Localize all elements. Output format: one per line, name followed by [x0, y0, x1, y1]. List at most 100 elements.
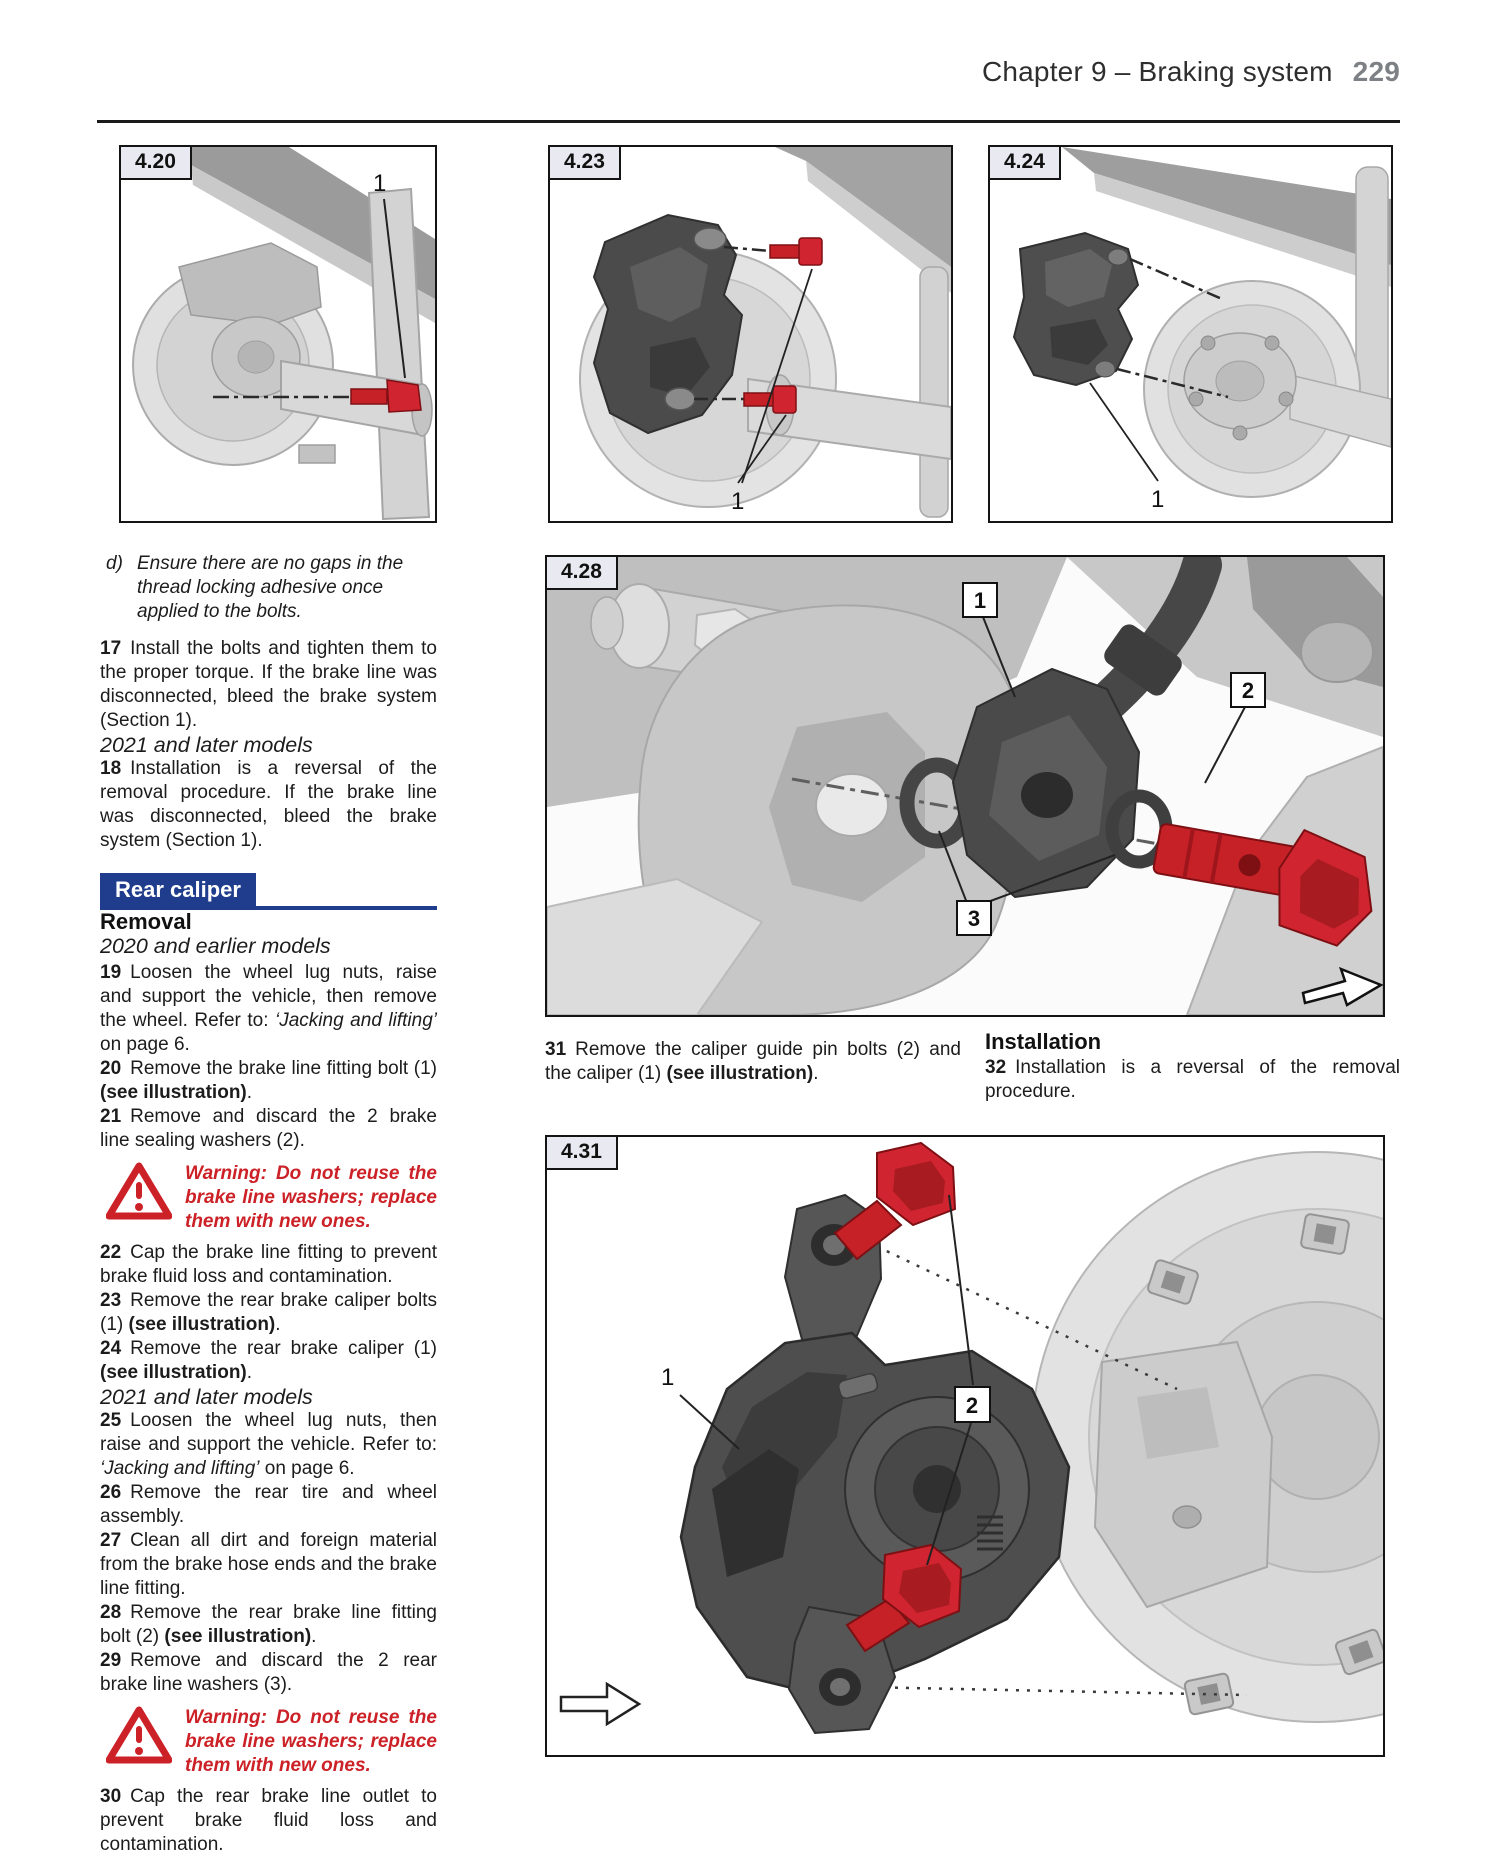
step-number: 21 — [100, 1106, 122, 1127]
figure-label: 4.24 — [988, 145, 1061, 181]
figure-4-20-illustration: 1 — [121, 147, 435, 521]
section-title: Rear caliper — [100, 873, 256, 910]
see-illustration: (see illustration) — [128, 1314, 276, 1335]
page-number: 229 — [1352, 56, 1400, 87]
see-illustration: (see illustration) — [164, 1626, 312, 1647]
step-text: Install the bolts and tighten them to th… — [100, 638, 437, 731]
step-text: Remove and discard the 2 rear brake line… — [100, 1650, 437, 1695]
step-text: Remove and discard the 2 brake line seal… — [100, 1106, 437, 1151]
highlighted-bolt-lower — [743, 385, 797, 414]
step-number: 27 — [100, 1530, 122, 1551]
figure-label: 4.23 — [548, 145, 621, 181]
figure-4-28: 1 2 3 4.28 — [545, 555, 1385, 1017]
callout-1: 1 — [661, 1364, 674, 1391]
heading-2021-and-later-2: 2021 and later models — [100, 1385, 313, 1409]
figure-label: 4.20 — [119, 145, 192, 181]
step-text: Cap the brake line fitting to prevent br… — [100, 1242, 437, 1287]
step-text: Clean all dirt and foreign material from… — [100, 1530, 437, 1599]
step-number: 28 — [100, 1602, 122, 1623]
reference-italic: ‘Jacking and lifting’ — [275, 1010, 437, 1031]
step-number: 18 — [100, 758, 122, 779]
step-number: 17 — [100, 638, 122, 659]
chapter-title: Chapter 9 – Braking system — [981, 56, 1333, 87]
step-text: Remove the caliper guide pin bolts (2) a… — [545, 1039, 961, 1084]
callout-1: 1 — [974, 588, 986, 613]
step-text: . — [246, 1362, 253, 1383]
step-number: 31 — [545, 1039, 567, 1060]
section-header-rear-caliper: Rear caliper — [100, 873, 437, 910]
step-text: Loosen the wheel lug nuts, raise and sup… — [100, 962, 437, 1031]
see-illustration: (see illustration) — [666, 1063, 814, 1084]
direction-arrow-icon — [1301, 966, 1383, 1007]
step-text: Remove the rear brake caliper (1) — [130, 1338, 437, 1359]
section-rule — [100, 906, 437, 910]
step-number: 25 — [100, 1410, 122, 1431]
step-text: Installation is a reversal of the remova… — [100, 758, 437, 851]
warning-text: Warning: Do not reuse the brake line was… — [185, 1163, 437, 1232]
figure-label: 4.28 — [545, 555, 618, 591]
left-column: d) Ensure there are no gaps in the threa… — [100, 552, 437, 1857]
list-item-d: d) Ensure there are no gaps in the threa… — [100, 552, 437, 624]
step-text: . — [246, 1082, 253, 1103]
warning-block: Warning: Do not reuse the brake line was… — [100, 1706, 437, 1778]
header-rule — [97, 120, 1400, 123]
step-text: Cap the rear brake line outlet to preven… — [100, 1786, 437, 1855]
step-text: on page 6. — [259, 1458, 355, 1479]
step-text: . — [275, 1314, 281, 1335]
step-number: 22 — [100, 1242, 122, 1263]
step-text: Installation is a reversal of the remova… — [985, 1057, 1400, 1102]
step-20: 20 Remove the brake line fitting bolt (1)… — [100, 1057, 437, 1105]
see-illustration: (see illustration) — [100, 1082, 247, 1103]
list-item-label: d) — [106, 553, 123, 574]
see-illustration: (see illustration) — [100, 1362, 247, 1383]
step-text: Remove the rear brake line fitting bolt … — [100, 1602, 437, 1647]
step-number: 26 — [100, 1482, 122, 1503]
figure-4-24: 1 4.24 — [988, 145, 1393, 523]
figure-4-20: 1 4.20 — [119, 145, 437, 523]
highlighted-guide-pin-bolt-lower — [845, 1543, 963, 1653]
figure-4-31: 1 2 4.31 — [545, 1135, 1385, 1757]
direction-arrow-icon — [559, 1681, 642, 1727]
warning-block: Warning: Do not reuse the brake line was… — [100, 1162, 437, 1234]
step-text: . — [813, 1063, 819, 1084]
step-text: Remove the brake line fitting bolt (1) — [130, 1058, 437, 1079]
step-number: 30 — [100, 1786, 122, 1807]
reference-italic: ‘Jacking and lifting’ — [100, 1458, 260, 1479]
highlighted-bolt — [350, 379, 422, 413]
heading-removal: Removal — [100, 909, 192, 934]
heading-installation: Installation — [985, 1029, 1102, 1054]
figure-4-28-illustration: 1 2 3 — [547, 557, 1383, 1015]
step-text: on page 6. — [100, 1034, 190, 1055]
step-number: 23 — [100, 1290, 122, 1311]
list-item-text: Ensure there are no gaps in the thread l… — [137, 553, 404, 622]
step-number: 20 — [100, 1058, 122, 1079]
figure-4-23-illustration: 1 — [550, 147, 951, 521]
callout-1: 1 — [1151, 486, 1164, 513]
warning-triangle-icon — [105, 1706, 173, 1771]
figure-4-23: 1 4.23 — [548, 145, 953, 523]
step-text: Remove the rear brake caliper bolts (1) — [100, 1290, 437, 1335]
highlighted-guide-pin-bolt-upper — [833, 1141, 957, 1261]
highlighted-bolt-upper — [769, 237, 823, 266]
callout-1: 1 — [731, 488, 744, 515]
highlighted-banjo-bolt — [1152, 823, 1373, 947]
figure-label: 4.31 — [545, 1135, 618, 1171]
heading-2021-and-later: 2021 and later models — [100, 733, 313, 757]
page-header: Chapter 9 – Braking system 229 — [97, 56, 1400, 88]
